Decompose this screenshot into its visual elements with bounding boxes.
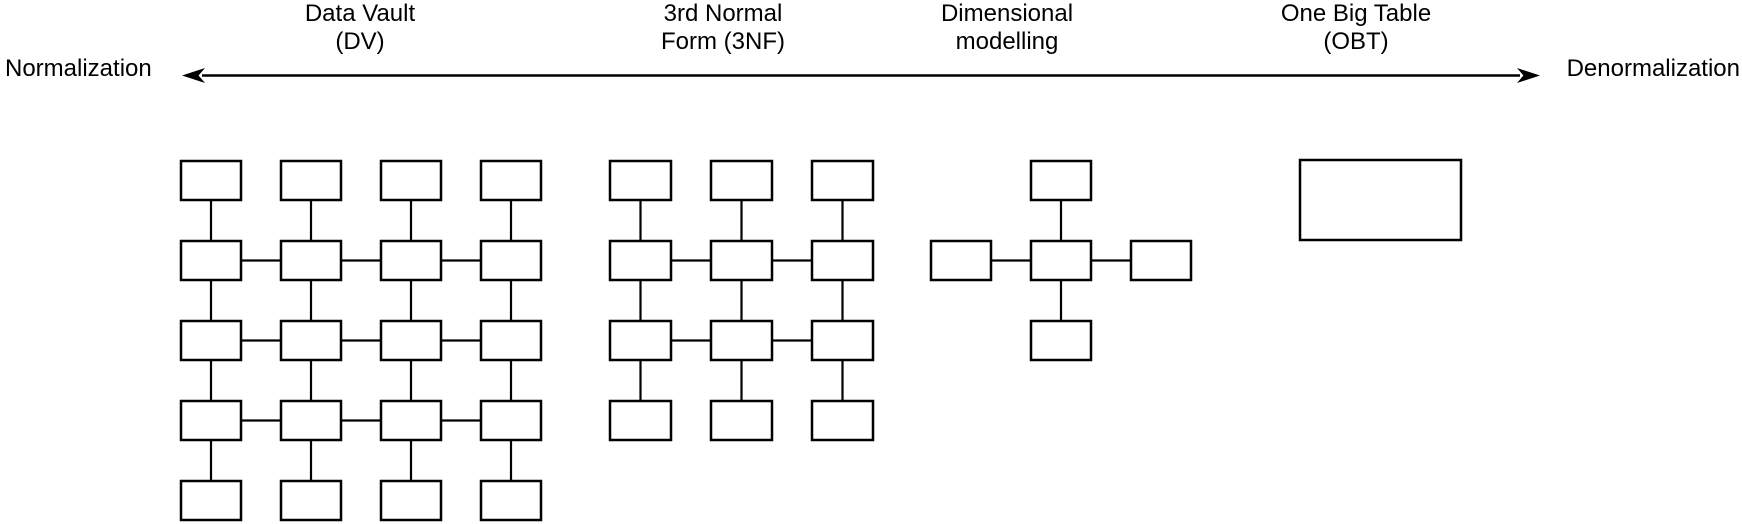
group-label-data-vault: Data Vault (DV): [305, 0, 415, 56]
third-normal-form-table-box: [810, 319, 875, 362]
third-normal-form-table-box: [810, 239, 875, 282]
data-vault-table-box: [179, 479, 243, 522]
dimensional-modelling-table-box: [1129, 239, 1193, 282]
data-vault-table-box: [479, 399, 543, 442]
data-vault-table-box: [379, 399, 443, 442]
data-vault-table-box: [379, 319, 443, 362]
dimensional-modelling-table-box: [1029, 239, 1093, 282]
dimensional-modelling-table-box: [1029, 159, 1093, 202]
one-big-table-table-box: [1298, 158, 1463, 242]
group-label-obt-line1: One Big Table: [1280, 0, 1432, 27]
data-vault-table-box: [279, 479, 343, 522]
group-label-dimensional-line2: modelling: [955, 28, 1059, 55]
third-normal-form-table-box: [709, 239, 774, 282]
arrowhead-left-icon: [182, 68, 205, 83]
data-vault-table-box: [379, 159, 443, 202]
group-label-data-vault-line1: Data Vault: [304, 0, 416, 27]
data-vault-table-box: [479, 159, 543, 202]
data-vault-table-box: [379, 479, 443, 522]
group-label-dimensional-line1: Dimensional: [940, 0, 1074, 27]
dimensional-modelling-table-box: [1029, 319, 1093, 362]
third-normal-form-table-box: [608, 239, 673, 282]
group-label-3nf-line1: 3rd Normal: [663, 0, 783, 27]
data-vault-table-box: [279, 399, 343, 442]
third-normal-form-table-box: [709, 159, 774, 202]
group-label-3nf: 3rd Normal Form (3NF): [661, 0, 785, 56]
group-label-obt-line2: (OBT): [1323, 28, 1389, 55]
dimensional-modelling-table-box: [929, 239, 993, 282]
data-vault-table-box: [179, 239, 243, 282]
data-vault-table-box: [479, 239, 543, 282]
data-vault-table-box: [179, 159, 243, 202]
data-vault-table-box: [279, 319, 343, 362]
third-normal-form-table-box: [709, 399, 774, 442]
data-vault-table-box: [479, 319, 543, 362]
third-normal-form-table-box: [608, 399, 673, 442]
third-normal-form-table-box: [608, 319, 673, 362]
data-vault-table-box: [479, 479, 543, 522]
axis-label-denormalization: Denormalization: [1566, 55, 1740, 82]
group-label-obt: One Big Table (OBT): [1281, 0, 1431, 56]
third-normal-form-table-box: [608, 159, 673, 202]
third-normal-form-table-box: [709, 319, 774, 362]
data-vault-table-box: [279, 159, 343, 202]
axis-label-normalization: Normalization: [5, 55, 152, 82]
data-vault-table-box: [379, 239, 443, 282]
data-vault-table-box: [279, 239, 343, 282]
data-vault-table-box: [179, 399, 243, 442]
third-normal-form-table-box: [810, 159, 875, 202]
arrowhead-right-icon: [1517, 68, 1540, 83]
group-label-3nf-line2: Form (3NF): [661, 28, 785, 55]
group-label-data-vault-line2: (DV): [335, 28, 385, 55]
group-label-dimensional: Dimensional modelling: [941, 0, 1073, 56]
data-vault-table-box: [179, 319, 243, 362]
third-normal-form-table-box: [810, 399, 875, 442]
